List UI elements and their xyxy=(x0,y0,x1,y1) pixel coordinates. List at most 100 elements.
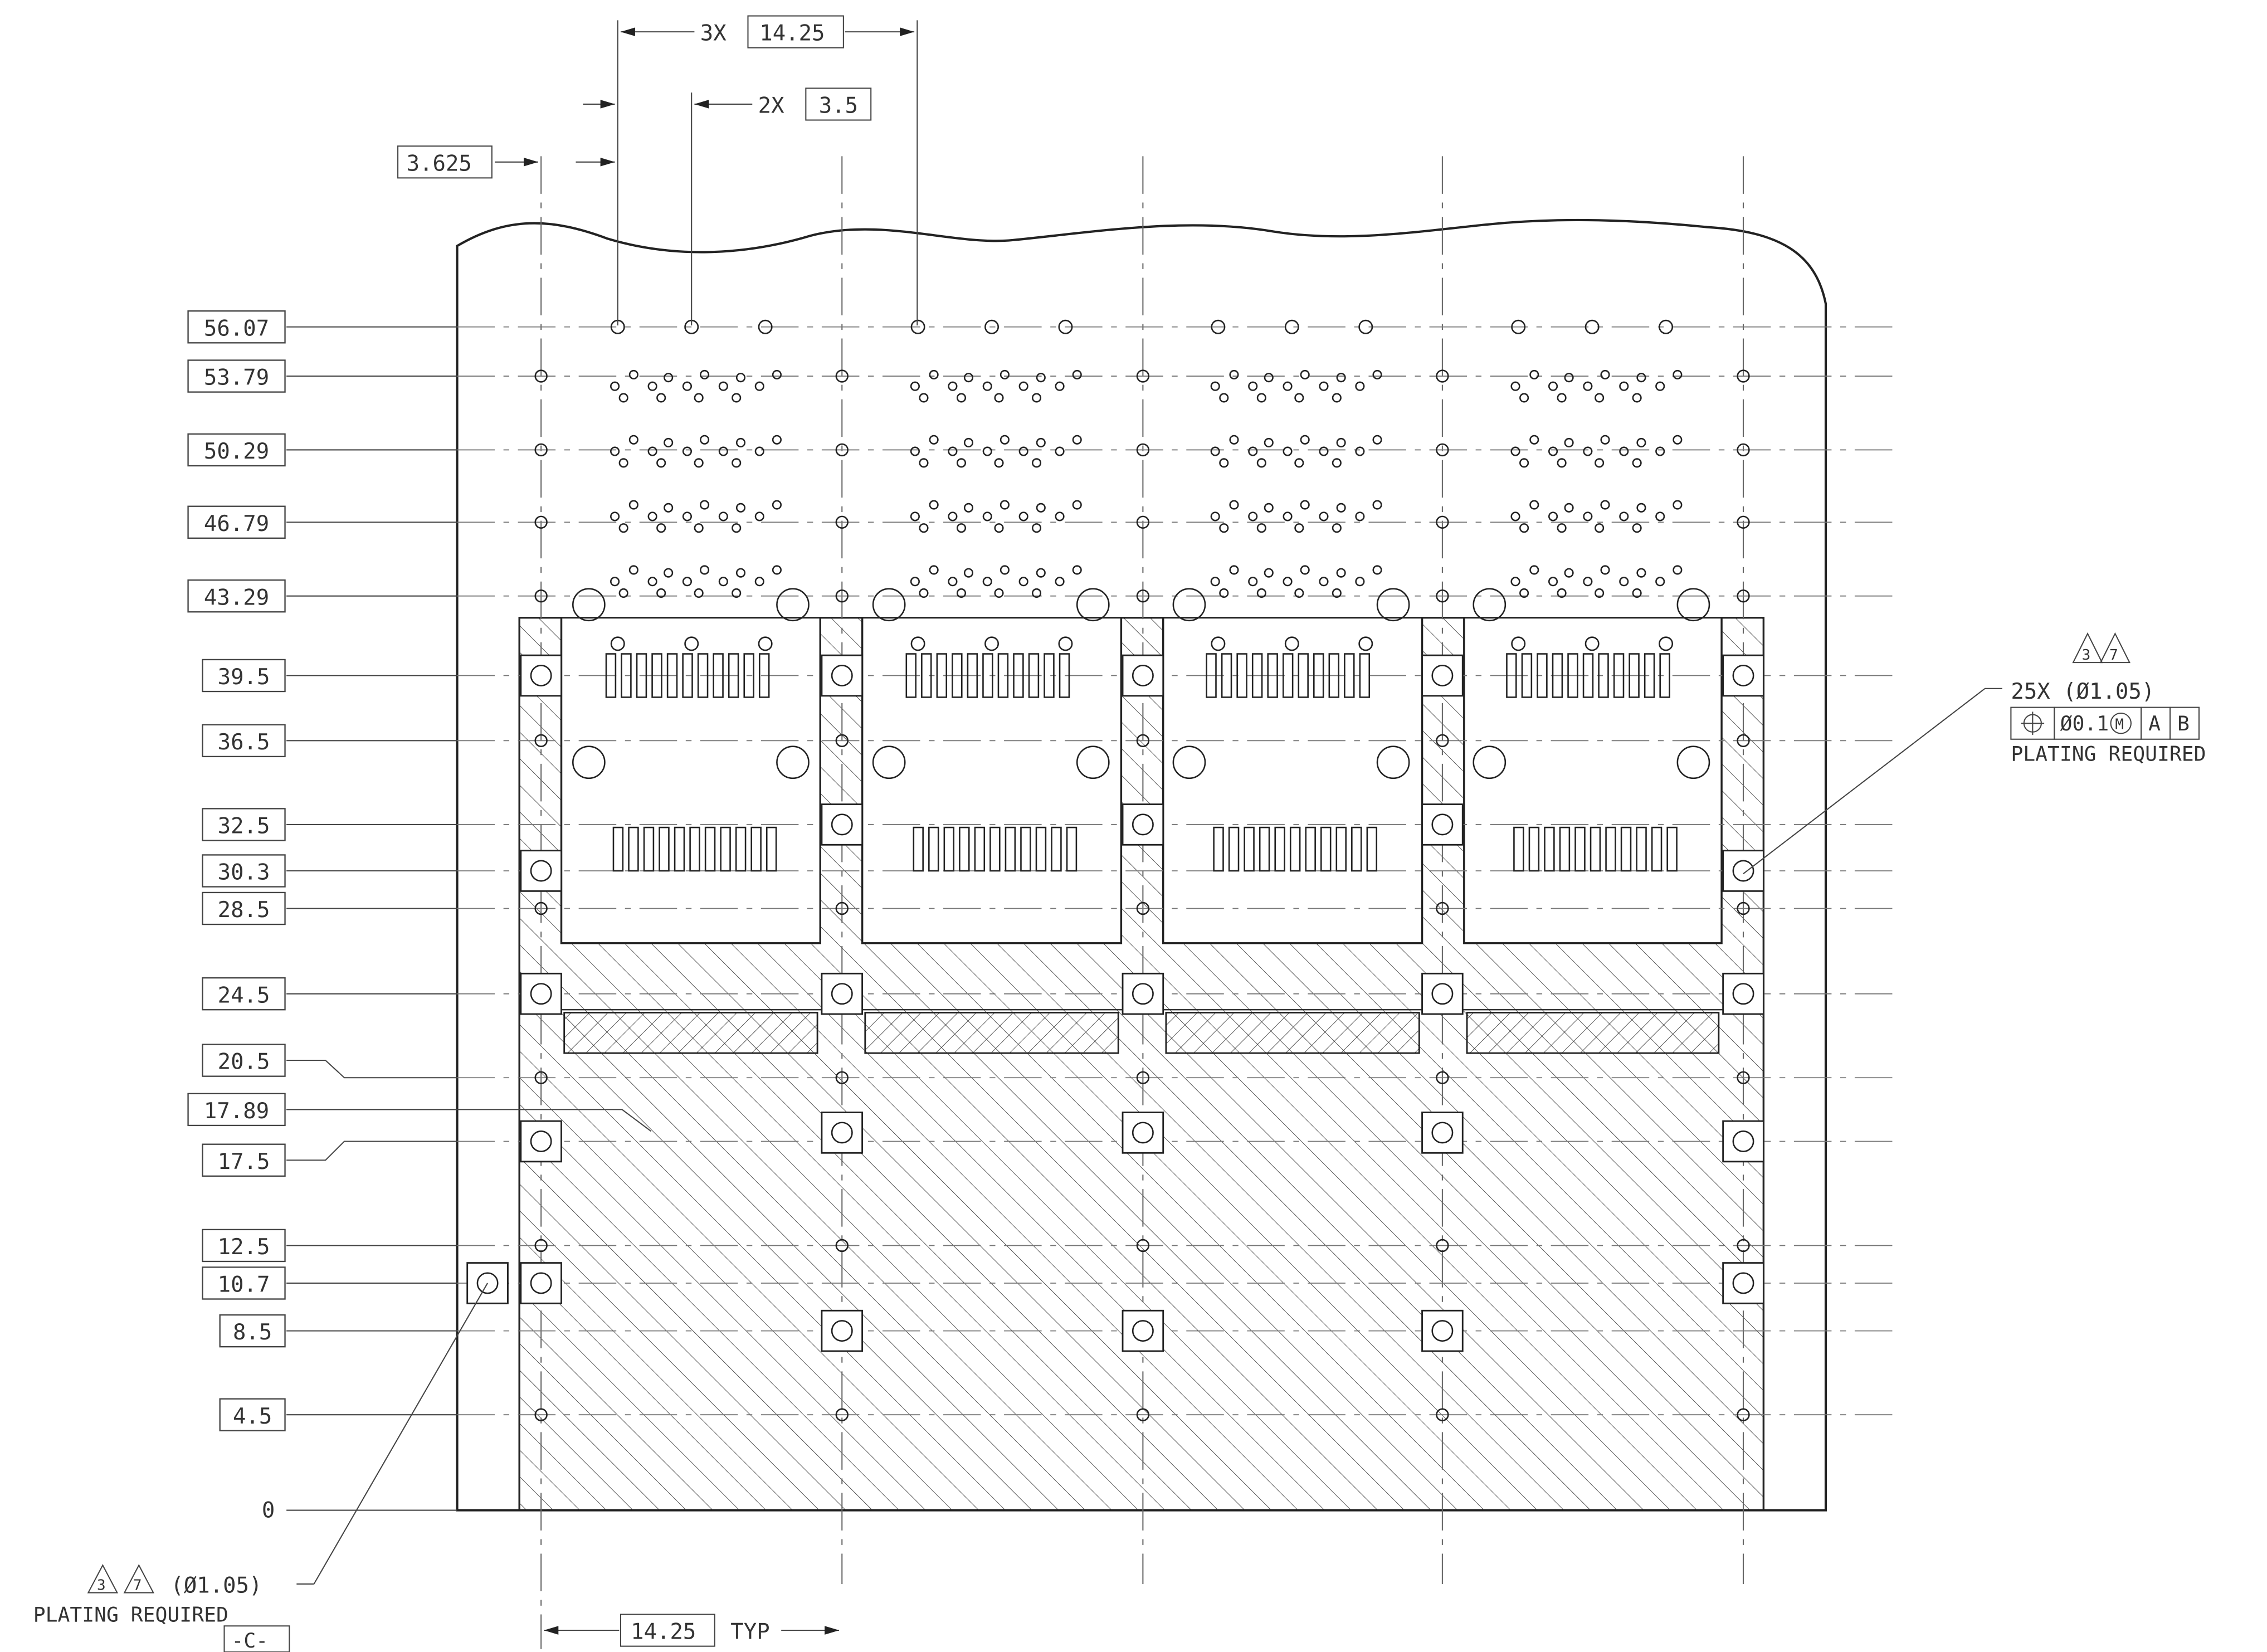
plated-square-hole-hole xyxy=(831,813,853,836)
pin-lower xyxy=(959,826,970,872)
pin-upper xyxy=(666,653,678,698)
pin-lower xyxy=(612,826,624,872)
plated-square-hole-hole xyxy=(1431,813,1454,836)
via-hole xyxy=(1737,1408,1750,1421)
signal-hole xyxy=(1355,381,1365,391)
pin-upper xyxy=(1028,653,1040,698)
signal-hole xyxy=(982,511,992,522)
signal-hole xyxy=(1000,565,1010,575)
pin-lower xyxy=(1574,826,1586,872)
pin-upper xyxy=(1537,653,1548,698)
bottom-pitch-suffix: TYP xyxy=(730,1620,769,1645)
signal-hole xyxy=(772,500,782,510)
via-hole xyxy=(1136,1239,1150,1253)
via-hole xyxy=(534,369,548,383)
via-hole xyxy=(1436,443,1449,457)
signal-hole xyxy=(664,373,674,383)
row-dim-label: 0 xyxy=(262,1498,275,1523)
pin-upper xyxy=(982,653,993,698)
signal-hole xyxy=(1229,500,1239,510)
row-dim-label: 20.5 xyxy=(218,1050,270,1075)
signal-hole xyxy=(610,381,620,391)
pin-upper xyxy=(1644,653,1655,698)
signal-hole xyxy=(1256,523,1266,533)
pin-upper xyxy=(1521,653,1533,698)
offset-value: 3.625 xyxy=(407,151,472,176)
pin-lower xyxy=(943,826,955,872)
signal-hole xyxy=(1564,568,1574,578)
signal-hole xyxy=(1595,393,1605,403)
signal-hole xyxy=(732,588,742,598)
plated-square-hole xyxy=(1122,972,1164,1015)
signal-hole xyxy=(956,458,967,468)
signal-hole xyxy=(1632,523,1642,533)
via-hole xyxy=(1436,589,1449,603)
signal-hole xyxy=(1655,446,1665,456)
signal-hole xyxy=(994,523,1004,533)
via-hole xyxy=(835,369,849,383)
pin-lower xyxy=(704,826,716,872)
row-dim-label: 10.7 xyxy=(218,1273,270,1298)
signal-hole xyxy=(1229,565,1239,575)
signal-hole xyxy=(1248,577,1258,587)
mount-hole xyxy=(572,745,606,779)
signal-hole xyxy=(610,446,620,456)
plated-square-hole-hole xyxy=(1431,665,1454,686)
via-hole xyxy=(1436,901,1449,915)
right-count-dia: 25X (Ø1.05) xyxy=(2011,679,2154,704)
via-hole xyxy=(835,734,849,748)
signal-hole xyxy=(1210,381,1220,391)
mount-hole xyxy=(872,745,906,779)
pin-lower xyxy=(1620,826,1632,872)
led-hole xyxy=(610,636,625,651)
signal-hole xyxy=(1529,500,1539,510)
pin-upper xyxy=(651,653,662,698)
pin-upper xyxy=(997,653,1009,698)
signal-hole xyxy=(1655,577,1665,587)
pin-lower xyxy=(1289,826,1301,872)
signal-hole xyxy=(1264,503,1274,513)
signal-hole xyxy=(963,568,974,578)
signal-hole xyxy=(1256,588,1266,598)
signal-hole xyxy=(1519,588,1529,598)
pin-lower xyxy=(1305,826,1316,872)
signal-hole xyxy=(682,446,692,456)
signal-hole xyxy=(1283,511,1293,522)
signal-hole xyxy=(1600,369,1610,380)
signal-hole xyxy=(1519,393,1529,403)
signal-hole xyxy=(1018,511,1028,522)
signal-hole xyxy=(1210,577,1220,587)
signal-hole xyxy=(1600,500,1610,510)
fcf-datum-a: A xyxy=(2148,712,2161,735)
signal-hole xyxy=(1055,381,1065,391)
signal-hole xyxy=(919,458,929,468)
row-dim-box xyxy=(187,433,286,467)
fcf-modifier: M xyxy=(2115,717,2124,733)
pin-lower xyxy=(1244,826,1255,872)
row-dim-label: 50.29 xyxy=(204,439,269,464)
signal-hole xyxy=(694,523,704,533)
pin-upper xyxy=(952,653,963,698)
signal-hole xyxy=(735,503,746,513)
via-hole xyxy=(1436,369,1449,383)
signal-hole xyxy=(1319,381,1329,391)
mount-hole xyxy=(776,745,810,779)
signal-hole xyxy=(618,393,628,403)
signal-hole xyxy=(1636,568,1646,578)
signal-hole xyxy=(948,446,958,456)
signal-hole xyxy=(1210,446,1220,456)
signal-hole xyxy=(963,437,974,448)
pin-upper xyxy=(1236,653,1247,698)
mount-hole xyxy=(1473,588,1507,622)
row-dim-box xyxy=(202,1229,286,1263)
mount-hole xyxy=(1376,588,1410,622)
led-hole xyxy=(1284,636,1299,651)
via-hole xyxy=(1737,515,1750,529)
pin-upper xyxy=(1059,653,1070,698)
row-dim-box xyxy=(219,1398,286,1431)
pin-lower xyxy=(1020,826,1031,872)
signal-hole xyxy=(656,523,666,533)
left-flag-3: 3 xyxy=(97,1577,106,1593)
pin-upper xyxy=(921,653,932,698)
signal-hole xyxy=(1583,577,1593,587)
